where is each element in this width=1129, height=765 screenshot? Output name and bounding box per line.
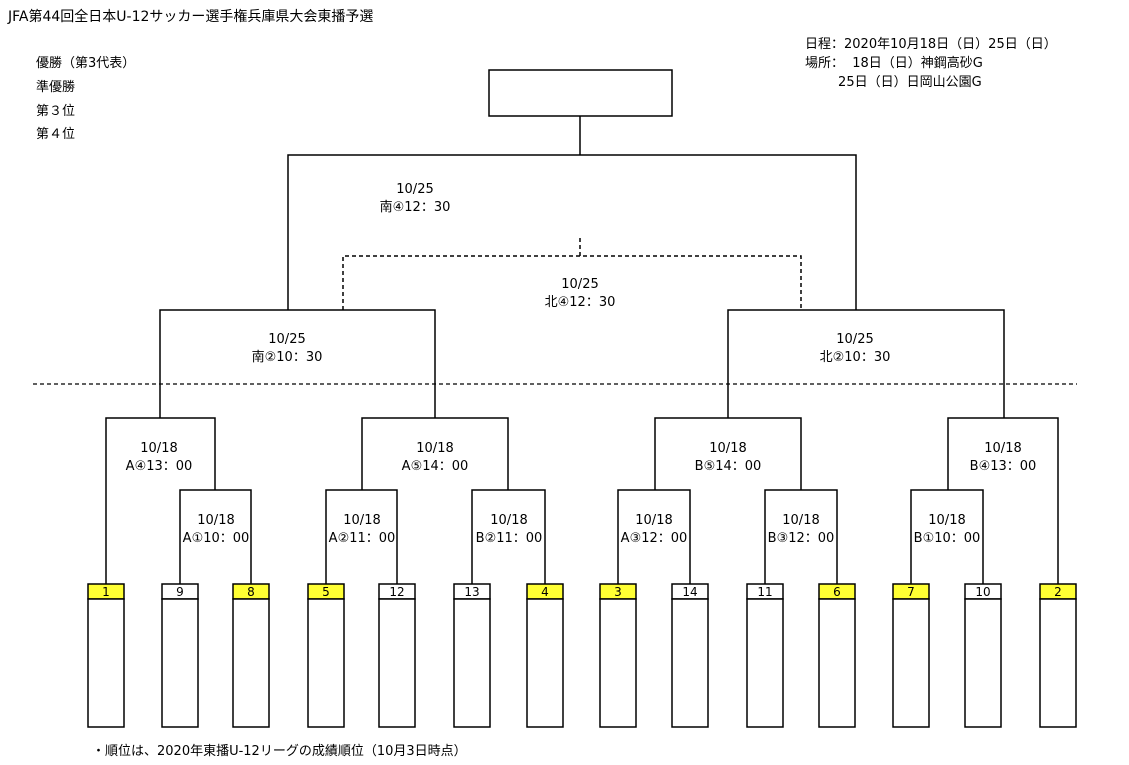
team-name-box: [964, 598, 1002, 728]
schedule-venue-2: 25日（日）日岡山公園G: [805, 75, 982, 90]
team-name-box: [892, 598, 930, 728]
qf-match-date: 10/18: [984, 441, 1021, 456]
match-labels: 10/25 南④12：30 10/25 北④12：30 10/25 南②10：3…: [126, 182, 1037, 546]
schedule-venue-1: 場所： 18日（日）神鋼高砂G: [805, 56, 983, 71]
team-seed-number: 3: [614, 585, 622, 599]
r1-match-time: A②11：00: [329, 531, 396, 546]
final-match-date: 10/25: [396, 182, 433, 197]
team-slot: 5: [307, 583, 345, 728]
r1-match-time: B①10：00: [914, 531, 981, 546]
team-seed-number: 9: [176, 585, 184, 599]
r1-match-date: 10/18: [635, 513, 672, 528]
team-slot: 8: [232, 583, 270, 728]
r1-match-time: B②11：00: [476, 531, 543, 546]
team-name-box: [87, 598, 125, 728]
qf-match-date: 10/18: [709, 441, 746, 456]
qf-bracket-3: [654, 417, 802, 490]
semi-bracket-left: [159, 309, 436, 418]
r1-bracket-1: [179, 489, 252, 585]
rank-runner-up-label: 準優勝: [36, 80, 76, 95]
team-slot: 10: [964, 583, 1002, 728]
team-name-box: [161, 598, 199, 728]
team-name-box: [746, 598, 784, 728]
team-slot: 2: [1039, 583, 1077, 728]
team-slot: 4: [526, 583, 564, 728]
team-slot: 12: [378, 583, 416, 728]
team-slot: 1: [87, 583, 125, 728]
team-seed-number: 1: [102, 585, 110, 599]
qf-match-time: B④13：00: [970, 459, 1037, 474]
r1-match-date: 10/18: [490, 513, 527, 528]
team-name-box: [671, 598, 709, 728]
semi-match-date: 10/25: [268, 332, 305, 347]
team-seed-number: 13: [464, 585, 479, 599]
third-match-date: 10/25: [561, 277, 598, 292]
page-title: JFA第44回全日本U-12サッカー選手権兵庫県大会東播予選: [8, 9, 374, 25]
team-name-box: [1039, 598, 1077, 728]
r1-match-time: B③12：00: [768, 531, 835, 546]
footnote: ・順位は、2020年東播U-12リーグの成績順位（10月3日時点）: [92, 744, 467, 759]
third-match-time: 北④12：30: [545, 295, 616, 310]
team-seed-number: 7: [907, 585, 915, 599]
schedule-info: 日程：2020年10月18日（日）25日（日） 場所： 18日（日）神鋼高砂G …: [805, 35, 1057, 92]
rank-winner-label: 優勝（第3代表）: [36, 56, 136, 71]
r1-match-date: 10/18: [928, 513, 965, 528]
semi-match-time: 南②10：30: [252, 349, 323, 365]
bracket-lines: [105, 69, 1059, 585]
team-seed-number: 8: [247, 585, 255, 599]
qf-match-time: B⑤14：00: [695, 459, 762, 474]
team-seed-number: 11: [757, 585, 772, 599]
r1-bracket-5: [764, 489, 838, 585]
team-slots: 1 9 8 5 12 13 4 3 14 11 6 7 10 2: [87, 583, 1077, 728]
qf-bracket-4: [947, 417, 1059, 585]
team-seed-number: 14: [682, 585, 697, 599]
team-name-box: [818, 598, 856, 728]
r1-bracket-6: [910, 489, 984, 585]
r1-bracket-3: [471, 489, 546, 585]
r1-match-date: 10/18: [782, 513, 819, 528]
schedule-dates: 日程：2020年10月18日（日）25日（日）: [805, 37, 1057, 52]
team-name-box: [378, 598, 416, 728]
team-slot: 6: [818, 583, 856, 728]
third-place-bracket-line: [342, 238, 802, 310]
semi-bracket-right: [727, 309, 1005, 418]
champion-box: [488, 69, 673, 117]
team-seed-number: 6: [833, 585, 841, 599]
final-bracket-line: [287, 116, 857, 310]
rank-third-label: 第３位: [36, 104, 76, 119]
final-match-time: 南④12：30: [380, 199, 451, 215]
team-slot: 3: [599, 583, 637, 728]
semi-match-time: 北②10：30: [820, 350, 891, 365]
qf-match-date: 10/18: [140, 441, 177, 456]
team-seed-number: 2: [1054, 585, 1062, 599]
r1-match-date: 10/18: [343, 513, 380, 528]
team-name-box: [453, 598, 491, 728]
team-name-box: [599, 598, 637, 728]
r1-bracket-2: [325, 489, 398, 585]
team-slot: 13: [453, 583, 491, 728]
team-name-box: [307, 598, 345, 728]
r1-match-time: A③12：00: [621, 531, 688, 546]
team-slot: 9: [161, 583, 199, 728]
team-name-box: [232, 598, 270, 728]
team-seed-number: 10: [975, 585, 990, 599]
team-name-box: [526, 598, 564, 728]
r1-match-time: A①10：00: [183, 531, 250, 546]
rank-fourth-label: 第４位: [36, 127, 76, 142]
qf-bracket-2: [361, 417, 509, 490]
team-seed-number: 4: [541, 585, 549, 599]
qf-match-time: A⑤14：00: [402, 459, 469, 474]
r1-match-date: 10/18: [197, 513, 234, 528]
team-slot: 7: [892, 583, 930, 728]
team-slot: 14: [671, 583, 709, 728]
r1-bracket-4: [617, 489, 691, 585]
qf-bracket-1: [105, 417, 216, 585]
team-seed-number: 5: [322, 585, 330, 599]
qf-match-time: A④13：00: [126, 459, 193, 474]
team-slot: 11: [746, 583, 784, 728]
qf-match-date: 10/18: [416, 441, 453, 456]
team-seed-number: 12: [389, 585, 404, 599]
semi-match-date: 10/25: [836, 332, 873, 347]
